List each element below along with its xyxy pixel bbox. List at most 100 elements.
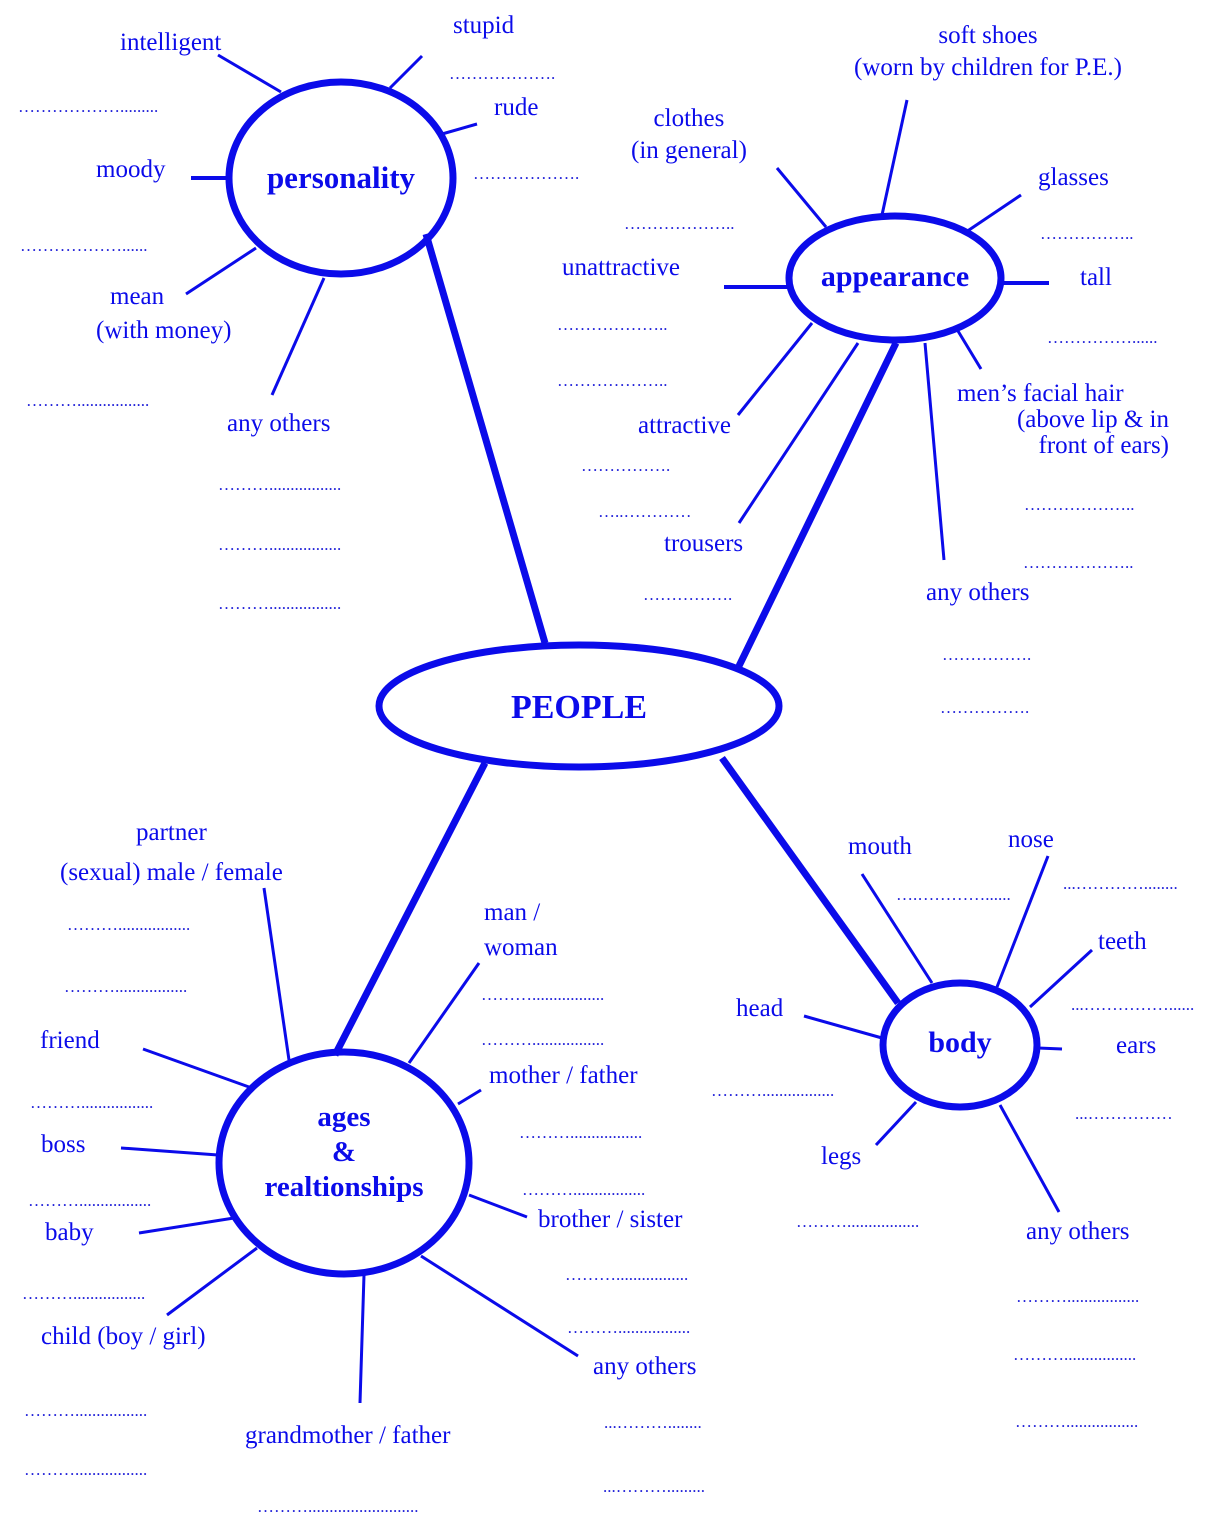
blank-line: ………................. bbox=[711, 1081, 835, 1100]
label-intelligent: intelligent bbox=[120, 29, 222, 56]
label-clothes-line1: clothes bbox=[653, 105, 725, 132]
link-body bbox=[719, 755, 901, 1006]
label-grandmother-father: grandmother / father bbox=[245, 1422, 451, 1449]
label-clothes-line2: (in general) bbox=[631, 137, 747, 164]
blank-line: ………................. bbox=[30, 1093, 154, 1112]
label-partner-line2: (sexual) male / female bbox=[60, 859, 283, 886]
blank-line: ………………......... bbox=[18, 97, 159, 116]
body-title: body bbox=[928, 1026, 992, 1059]
blank-line: ….…………...... bbox=[896, 885, 1011, 904]
blank-line: ………………. bbox=[473, 164, 580, 183]
appearance-title: appearance bbox=[820, 260, 970, 293]
label-facial-hair-line3: front of ears) bbox=[1038, 432, 1170, 459]
blank-line: ………................. bbox=[26, 391, 150, 410]
label-trousers: trousers bbox=[664, 530, 744, 557]
blank-line: ……………….. bbox=[624, 214, 735, 233]
label-boss: boss bbox=[41, 1131, 86, 1158]
ages-title-line2: & bbox=[331, 1136, 357, 1168]
blank-line: ……………. bbox=[942, 645, 1032, 664]
label-legs: legs bbox=[821, 1143, 862, 1170]
ages-title: ages & realtionships bbox=[234, 1100, 454, 1205]
personality-title: personality bbox=[266, 160, 416, 195]
blank-line: ………................. bbox=[64, 977, 188, 996]
label-soft-shoes-line2: (worn by children for P.E.) bbox=[854, 54, 1122, 81]
blank-line: ………................. bbox=[28, 1191, 152, 1210]
blank-line: ………................. bbox=[218, 594, 342, 613]
label-appearance-any-others: any others bbox=[926, 579, 1030, 606]
label-man-woman-line2: woman bbox=[484, 934, 558, 961]
blank-line: ……………. bbox=[940, 698, 1030, 717]
label-tall: tall bbox=[1080, 264, 1112, 291]
link-ages bbox=[331, 761, 489, 1057]
blank-line: ………................. bbox=[1016, 1287, 1140, 1306]
blank-line: ………................. bbox=[67, 915, 191, 934]
blank-line: ...………......... bbox=[603, 1477, 705, 1496]
label-facial-hair-line1: men’s facial hair bbox=[957, 380, 1124, 407]
blank-line: ………................. bbox=[24, 1401, 148, 1420]
blank-line: ...…………… bbox=[1075, 1104, 1173, 1123]
label-soft-shoes-line1: soft shoes bbox=[938, 22, 1038, 49]
personality-hub-outline bbox=[225, 78, 457, 278]
label-ears: ears bbox=[1116, 1032, 1157, 1059]
blank-line: ………................. bbox=[22, 1284, 146, 1303]
label-facial-hair: men’s facial hair (above lip & in front … bbox=[957, 381, 1169, 459]
label-man-woman: man / woman bbox=[484, 895, 558, 965]
ages-hub-outline bbox=[215, 1048, 473, 1278]
blank-line: ……………...... bbox=[1047, 328, 1158, 347]
label-body-any-others: any others bbox=[1026, 1218, 1130, 1245]
blank-line: ……………….. bbox=[1024, 495, 1135, 514]
label-glasses: glasses bbox=[1038, 164, 1109, 191]
label-nose: nose bbox=[1008, 826, 1054, 853]
label-soft-shoes: soft shoes (worn by children for P.E.) bbox=[854, 20, 1122, 84]
blank-line: ...…………........ bbox=[1063, 874, 1178, 893]
blank-line: ………................. bbox=[565, 1265, 689, 1284]
blank-line: ………................. bbox=[481, 1030, 605, 1049]
blank-line: ………................. bbox=[1013, 1345, 1137, 1364]
blank-line: ………................. bbox=[567, 1318, 691, 1337]
label-mean-line2: (with money) bbox=[96, 317, 232, 344]
label-moody: moody bbox=[96, 156, 166, 183]
label-rude: rude bbox=[494, 94, 539, 121]
blank-line: ……………. bbox=[581, 456, 671, 475]
blank-line: ………................. bbox=[481, 985, 605, 1004]
label-baby: baby bbox=[45, 1219, 94, 1246]
label-mother-father: mother / father bbox=[489, 1062, 638, 1089]
blank-line: ………................. bbox=[218, 535, 342, 554]
label-partner-line1: partner bbox=[136, 819, 207, 846]
blank-line: ………................. bbox=[1015, 1412, 1139, 1431]
people-hub-outline bbox=[375, 641, 783, 771]
blank-line: ……………. bbox=[643, 585, 733, 604]
blank-line: ………................. bbox=[519, 1123, 643, 1142]
label-teeth: teeth bbox=[1098, 928, 1147, 955]
blank-line: ……………….. bbox=[1023, 553, 1134, 572]
link-personality bbox=[422, 233, 549, 644]
appearance-hub-outline bbox=[785, 212, 1005, 344]
label-friend: friend bbox=[40, 1027, 100, 1054]
label-mean-line1: mean bbox=[110, 283, 165, 310]
label-child: child (boy / girl) bbox=[41, 1323, 206, 1350]
blank-line: ……………….. bbox=[557, 315, 668, 334]
label-attractive: attractive bbox=[638, 412, 731, 439]
blank-line: ………………...... bbox=[20, 236, 148, 255]
blank-line: ………................. bbox=[796, 1212, 920, 1231]
label-personality-any-others: any others bbox=[227, 410, 331, 437]
label-ages-any-others: any others bbox=[593, 1353, 697, 1380]
center-title: PEOPLE bbox=[510, 689, 648, 726]
label-head: head bbox=[736, 995, 784, 1022]
blank-line: ………................. bbox=[522, 1180, 646, 1199]
blank-line: ……………….. bbox=[557, 371, 668, 390]
label-brother-sister: brother / sister bbox=[538, 1206, 683, 1233]
blank-line: ...……………...... bbox=[1071, 995, 1195, 1014]
ages-title-line1: ages bbox=[317, 1101, 371, 1133]
blank-line: ………................. bbox=[24, 1460, 148, 1479]
blank-line: ……….......................... bbox=[257, 1497, 419, 1515]
body-hub-outline bbox=[879, 979, 1041, 1111]
label-facial-hair-line2: (above lip & in bbox=[1016, 406, 1169, 433]
label-partner: partner (sexual) male / female bbox=[60, 813, 283, 893]
blank-line: …………….. bbox=[1040, 224, 1134, 243]
link-appearance bbox=[735, 341, 900, 668]
label-unattractive: unattractive bbox=[562, 254, 680, 281]
label-clothes: clothes (in general) bbox=[631, 103, 747, 167]
